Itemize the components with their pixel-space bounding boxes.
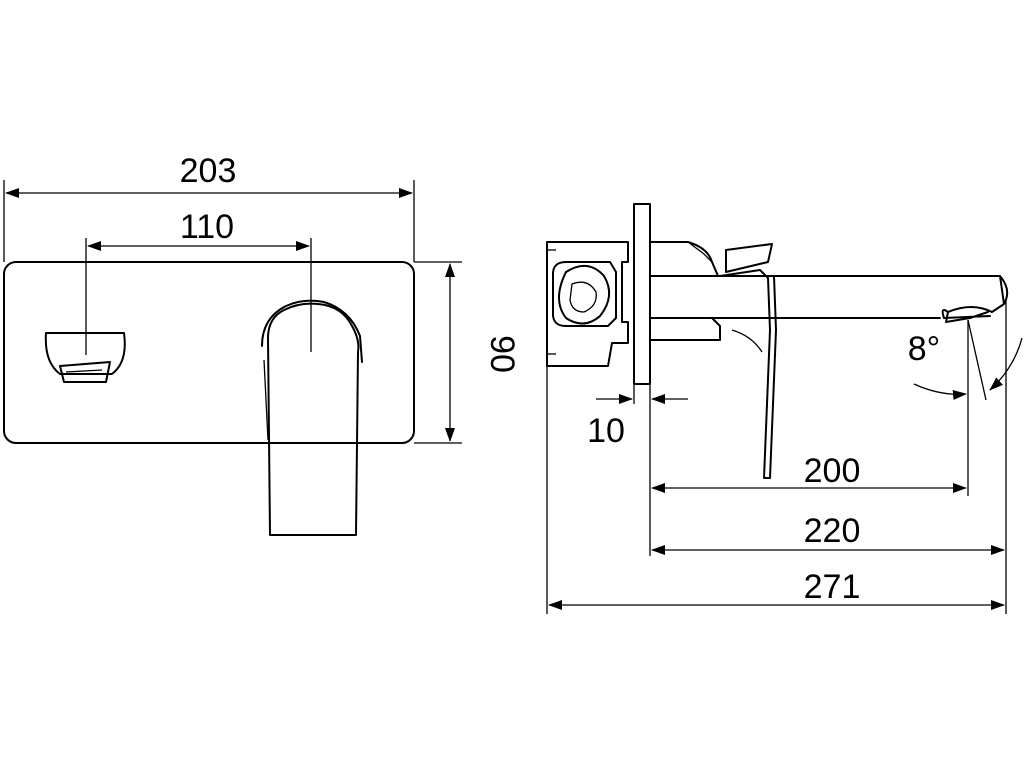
side-wall-plate <box>633 203 651 385</box>
front-wall-plate <box>3 261 415 444</box>
front-view: 203 110 90 <box>3 152 521 536</box>
dim-label-10: 10 <box>587 412 625 450</box>
front-mixer-handle <box>261 299 363 536</box>
dim-label-90: 90 <box>483 335 521 373</box>
dim-label-8-degrees: 8° <box>908 330 941 368</box>
dim-label-271: 271 <box>804 568 861 606</box>
upper-collar <box>649 241 719 277</box>
dim-label-200: 200 <box>804 452 861 490</box>
concealed-body <box>546 241 629 367</box>
lower-collar <box>649 317 721 341</box>
front-spout-outlet <box>44 332 126 383</box>
side-view: 10 200 220 271 8° <box>546 203 1023 614</box>
spout <box>649 275 1009 323</box>
dim-label-203: 203 <box>180 152 237 190</box>
side-lever-handle <box>719 243 777 479</box>
dim-label-220: 220 <box>804 512 861 550</box>
dim-label-110: 110 <box>180 208 234 246</box>
